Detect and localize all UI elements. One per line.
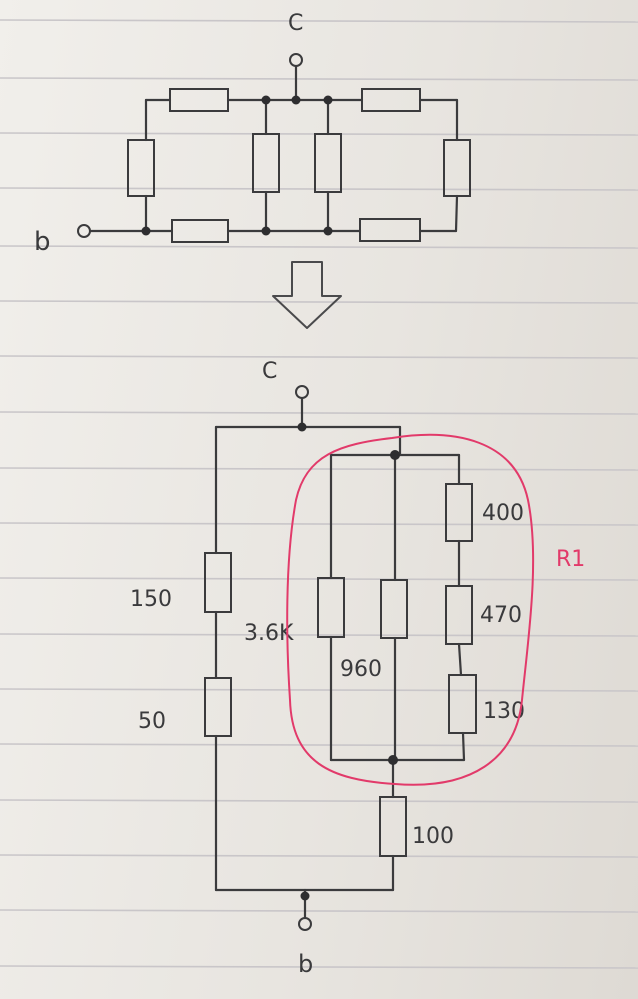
top-wire-right-side: [454, 98, 459, 233]
r1-group-label: R1: [556, 547, 585, 572]
bottom-node: [390, 450, 400, 460]
r1-group-outline: [286, 433, 535, 786]
top-resistor-mid2-vertical: [314, 133, 342, 193]
top-circuit: C b: [34, 11, 471, 257]
top-terminal-b: [77, 224, 91, 238]
label-100: 100: [412, 824, 454, 849]
resistor-150: [204, 552, 232, 613]
r1-wire-series-branch: [457, 453, 466, 762]
top-label-c: C: [288, 11, 303, 36]
bottom-terminal-c: [295, 385, 309, 399]
label-400: 400: [482, 501, 524, 526]
resistor-130: [448, 674, 477, 734]
top-node: [323, 95, 333, 105]
bottom-node: [388, 755, 398, 765]
bottom-label-c: C: [262, 359, 277, 384]
top-resistor-upper-left: [169, 88, 229, 112]
top-label-b: b: [34, 227, 51, 257]
bottom-node: [297, 422, 307, 432]
label-50: 50: [138, 709, 166, 734]
resistor-100: [379, 796, 407, 857]
top-node: [323, 226, 333, 236]
top-resistor-right-vertical: [443, 139, 471, 197]
bottom-label-b: b: [298, 950, 313, 978]
resistor-50: [204, 677, 232, 737]
resistor-960: [380, 579, 408, 639]
top-node: [261, 226, 271, 236]
resistor-400: [445, 483, 473, 542]
top-resistor-lower-left: [171, 219, 229, 243]
resistor-470: [445, 585, 473, 645]
bottom-node: [300, 891, 310, 901]
top-resistor-mid1-vertical: [252, 133, 280, 193]
transform-arrow: [272, 261, 342, 329]
top-node: [261, 95, 271, 105]
ruled-lines: [0, 19, 638, 969]
top-resistor-upper-right: [361, 88, 421, 112]
top-resistor-lower-right: [359, 218, 421, 242]
bottom-circuit: C b 150 50 3.6K 960 400 470 130 100 R1: [130, 359, 585, 978]
label-3600: 3.6K: [244, 621, 294, 646]
top-node: [291, 95, 301, 105]
top-resistor-left-vertical: [127, 139, 155, 197]
label-150: 150: [130, 587, 172, 612]
label-960: 960: [340, 657, 382, 682]
resistor-3600: [317, 577, 345, 638]
bottom-terminal-b: [298, 917, 312, 931]
top-terminal-c: [289, 53, 303, 67]
label-470: 470: [480, 603, 522, 628]
top-node: [141, 226, 151, 236]
